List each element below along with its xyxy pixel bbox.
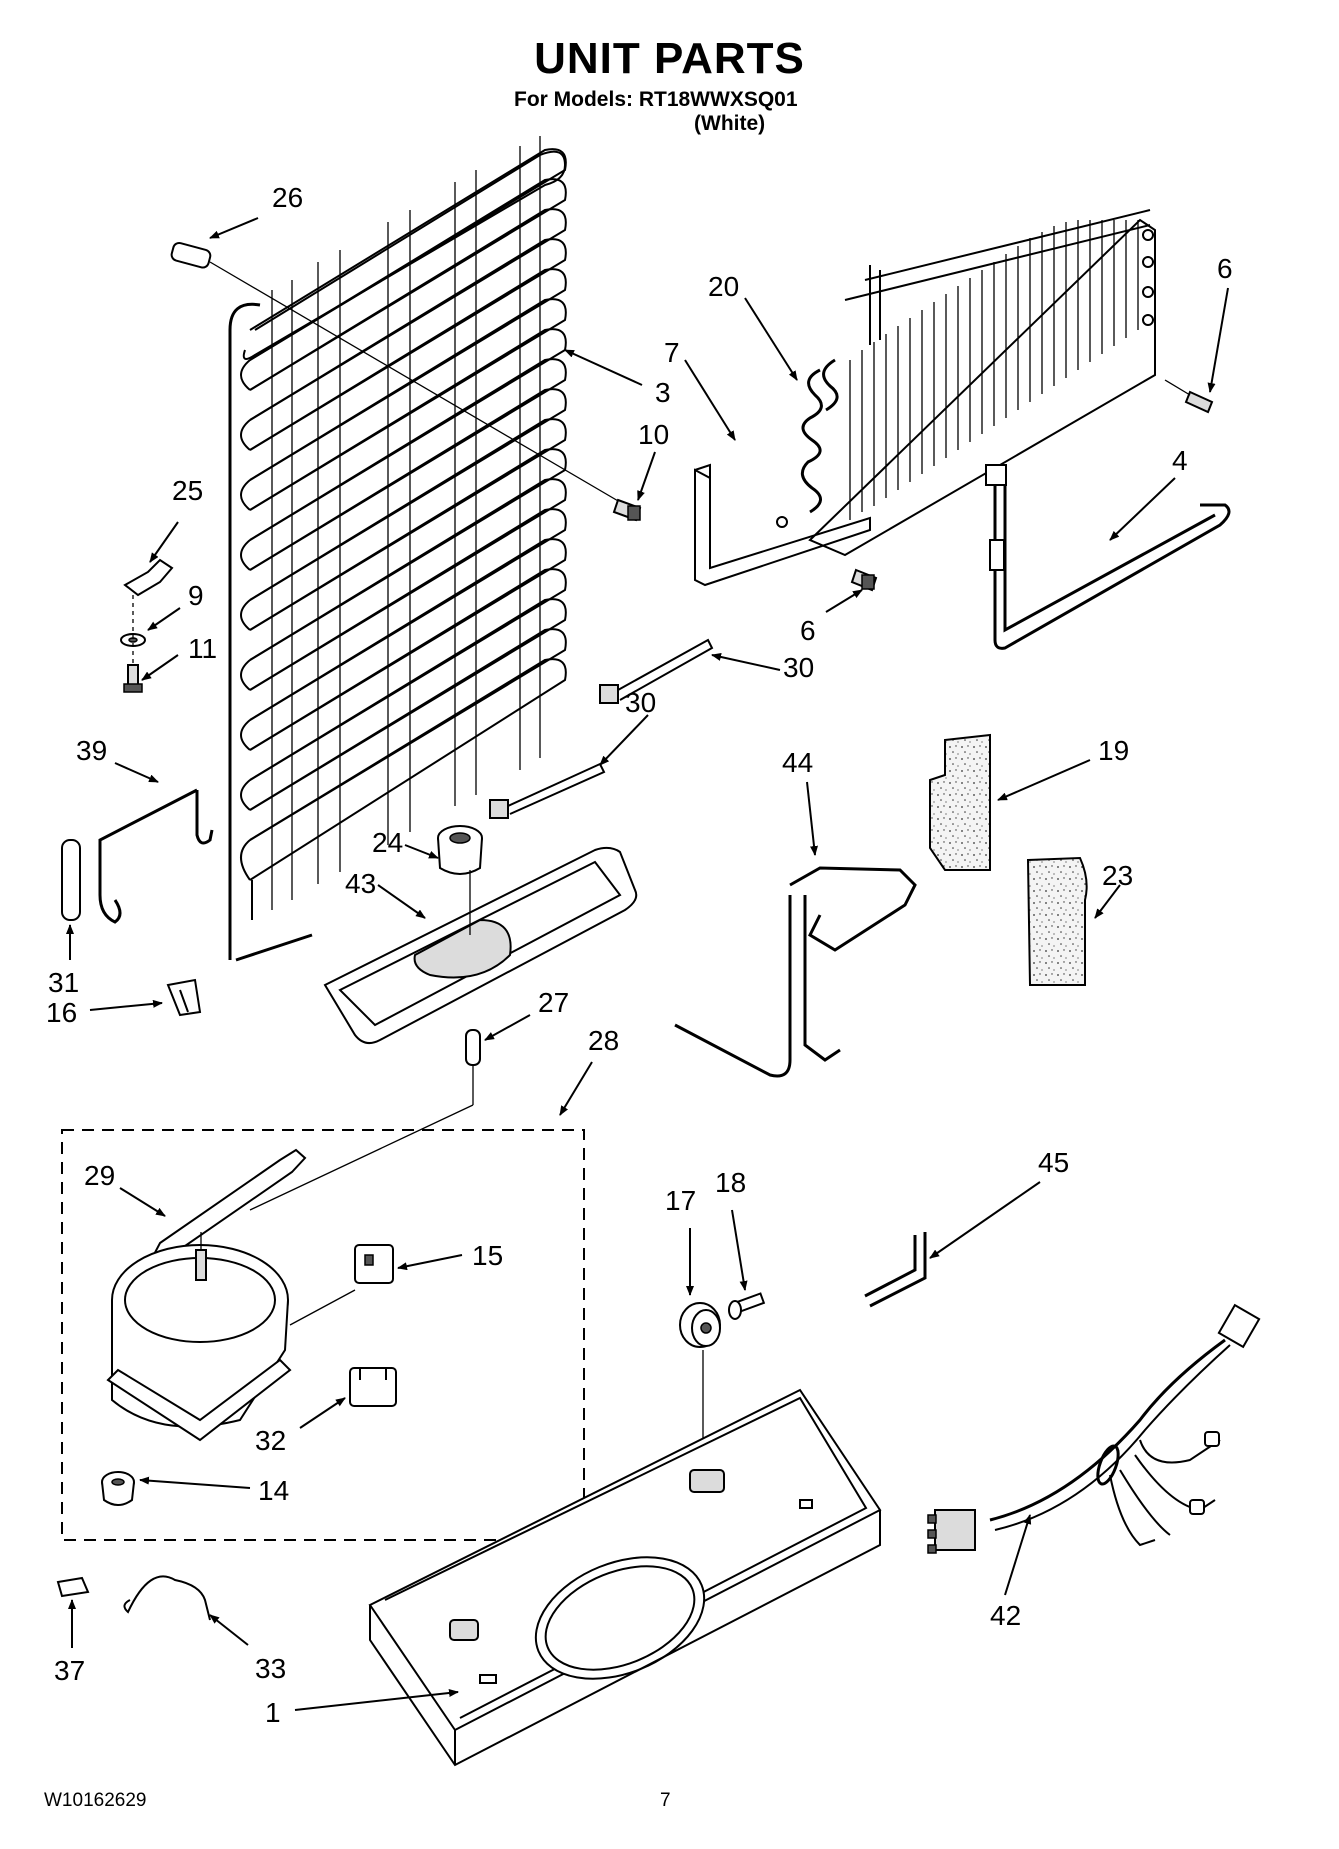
callout-18: 18	[715, 1167, 746, 1198]
callout-10: 10	[638, 419, 669, 450]
callout-1: 1	[265, 1697, 281, 1728]
part-16-clip	[166, 978, 202, 1017]
callout-20: 20	[708, 271, 739, 302]
part-30-cable-tie-upper	[599, 638, 714, 704]
part-25-bracket	[123, 558, 174, 597]
evaporator	[800, 209, 1156, 557]
part-1-base-pan	[368, 1388, 882, 1767]
part-42-wire-harness	[927, 1303, 1261, 1554]
callout-37: 37	[54, 1655, 85, 1686]
callout-24: 24	[372, 827, 403, 858]
part-31-tube	[61, 839, 81, 921]
callout-3: 3	[655, 377, 671, 408]
part-26-pin	[170, 241, 626, 506]
part-19-foam-block	[929, 733, 991, 871]
part-45-tube	[864, 1232, 927, 1308]
callout-26: 26	[272, 182, 303, 213]
page-title: UNIT PARTS	[534, 34, 805, 83]
callout-4: 4	[1172, 445, 1188, 476]
part-15-relay	[289, 1244, 394, 1326]
callout-11: 11	[188, 633, 217, 664]
callout-32: 32	[255, 1425, 286, 1456]
part-23-foam-block	[1026, 856, 1088, 986]
part-18-axle-pin	[728, 1292, 766, 1320]
part-17-roller	[679, 1302, 721, 1495]
callout-25: 25	[172, 475, 203, 506]
callout-labels: 26 20 6 7 3 10 25 9 11 4 6 30 30 39 44 1…	[46, 182, 1233, 1728]
callout-14: 14	[258, 1475, 289, 1506]
part-6-screw-lower	[850, 568, 878, 592]
part-44-tube-assembly	[674, 866, 917, 1078]
page-number: 7	[660, 1790, 671, 1811]
part-28-compressor-kit-boundary	[61, 1129, 585, 1541]
part-27-grommet	[249, 1029, 481, 1211]
part-29-drier	[147, 1148, 307, 1264]
callout-42: 42	[990, 1600, 1021, 1631]
callout-30-lower: 30	[625, 687, 656, 718]
color-line: (White)	[694, 112, 766, 135]
callout-6-upper: 6	[1217, 253, 1233, 284]
callout-19: 19	[1098, 735, 1129, 766]
callout-45: 45	[1038, 1147, 1069, 1178]
document-code: W10162629	[44, 1790, 147, 1811]
callout-28: 28	[588, 1025, 619, 1056]
part-30-cable-tie-lower	[489, 762, 606, 819]
callout-arrows	[66, 217, 1229, 1711]
part-24-fitting	[437, 825, 483, 875]
callout-44: 44	[782, 747, 813, 778]
part-32-overload	[349, 1367, 397, 1407]
part-14-grommet	[101, 1471, 135, 1506]
part-43-drain-pan	[323, 846, 638, 1045]
callout-17: 17	[665, 1185, 696, 1216]
part-33-wire-clip	[123, 1575, 211, 1621]
callout-31: 31	[48, 967, 79, 998]
part-39-tube	[98, 788, 214, 924]
condenser-coil	[228, 136, 567, 962]
callout-9: 9	[188, 580, 204, 611]
part-37-clip	[56, 1576, 90, 1598]
callout-27: 27	[538, 987, 569, 1018]
callout-7: 7	[664, 337, 680, 368]
models-line: For Models: RT18WWXSQ01	[514, 88, 798, 111]
part-4-defrost-heater	[985, 464, 1231, 650]
callout-15: 15	[472, 1240, 503, 1271]
compressor	[106, 1232, 292, 1442]
callout-16: 16	[46, 997, 77, 1028]
part-7-bracket	[694, 463, 871, 587]
callout-43: 43	[345, 868, 376, 899]
callout-29: 29	[84, 1160, 115, 1191]
part-10-screw	[612, 498, 642, 522]
part-6-screw-right	[1164, 379, 1214, 414]
callout-30-upper: 30	[783, 652, 814, 683]
callout-39: 39	[76, 735, 107, 766]
part-11-screw	[123, 664, 143, 693]
callout-23: 23	[1102, 860, 1133, 891]
callout-33: 33	[255, 1653, 286, 1684]
callout-6-lower: 6	[800, 615, 816, 646]
